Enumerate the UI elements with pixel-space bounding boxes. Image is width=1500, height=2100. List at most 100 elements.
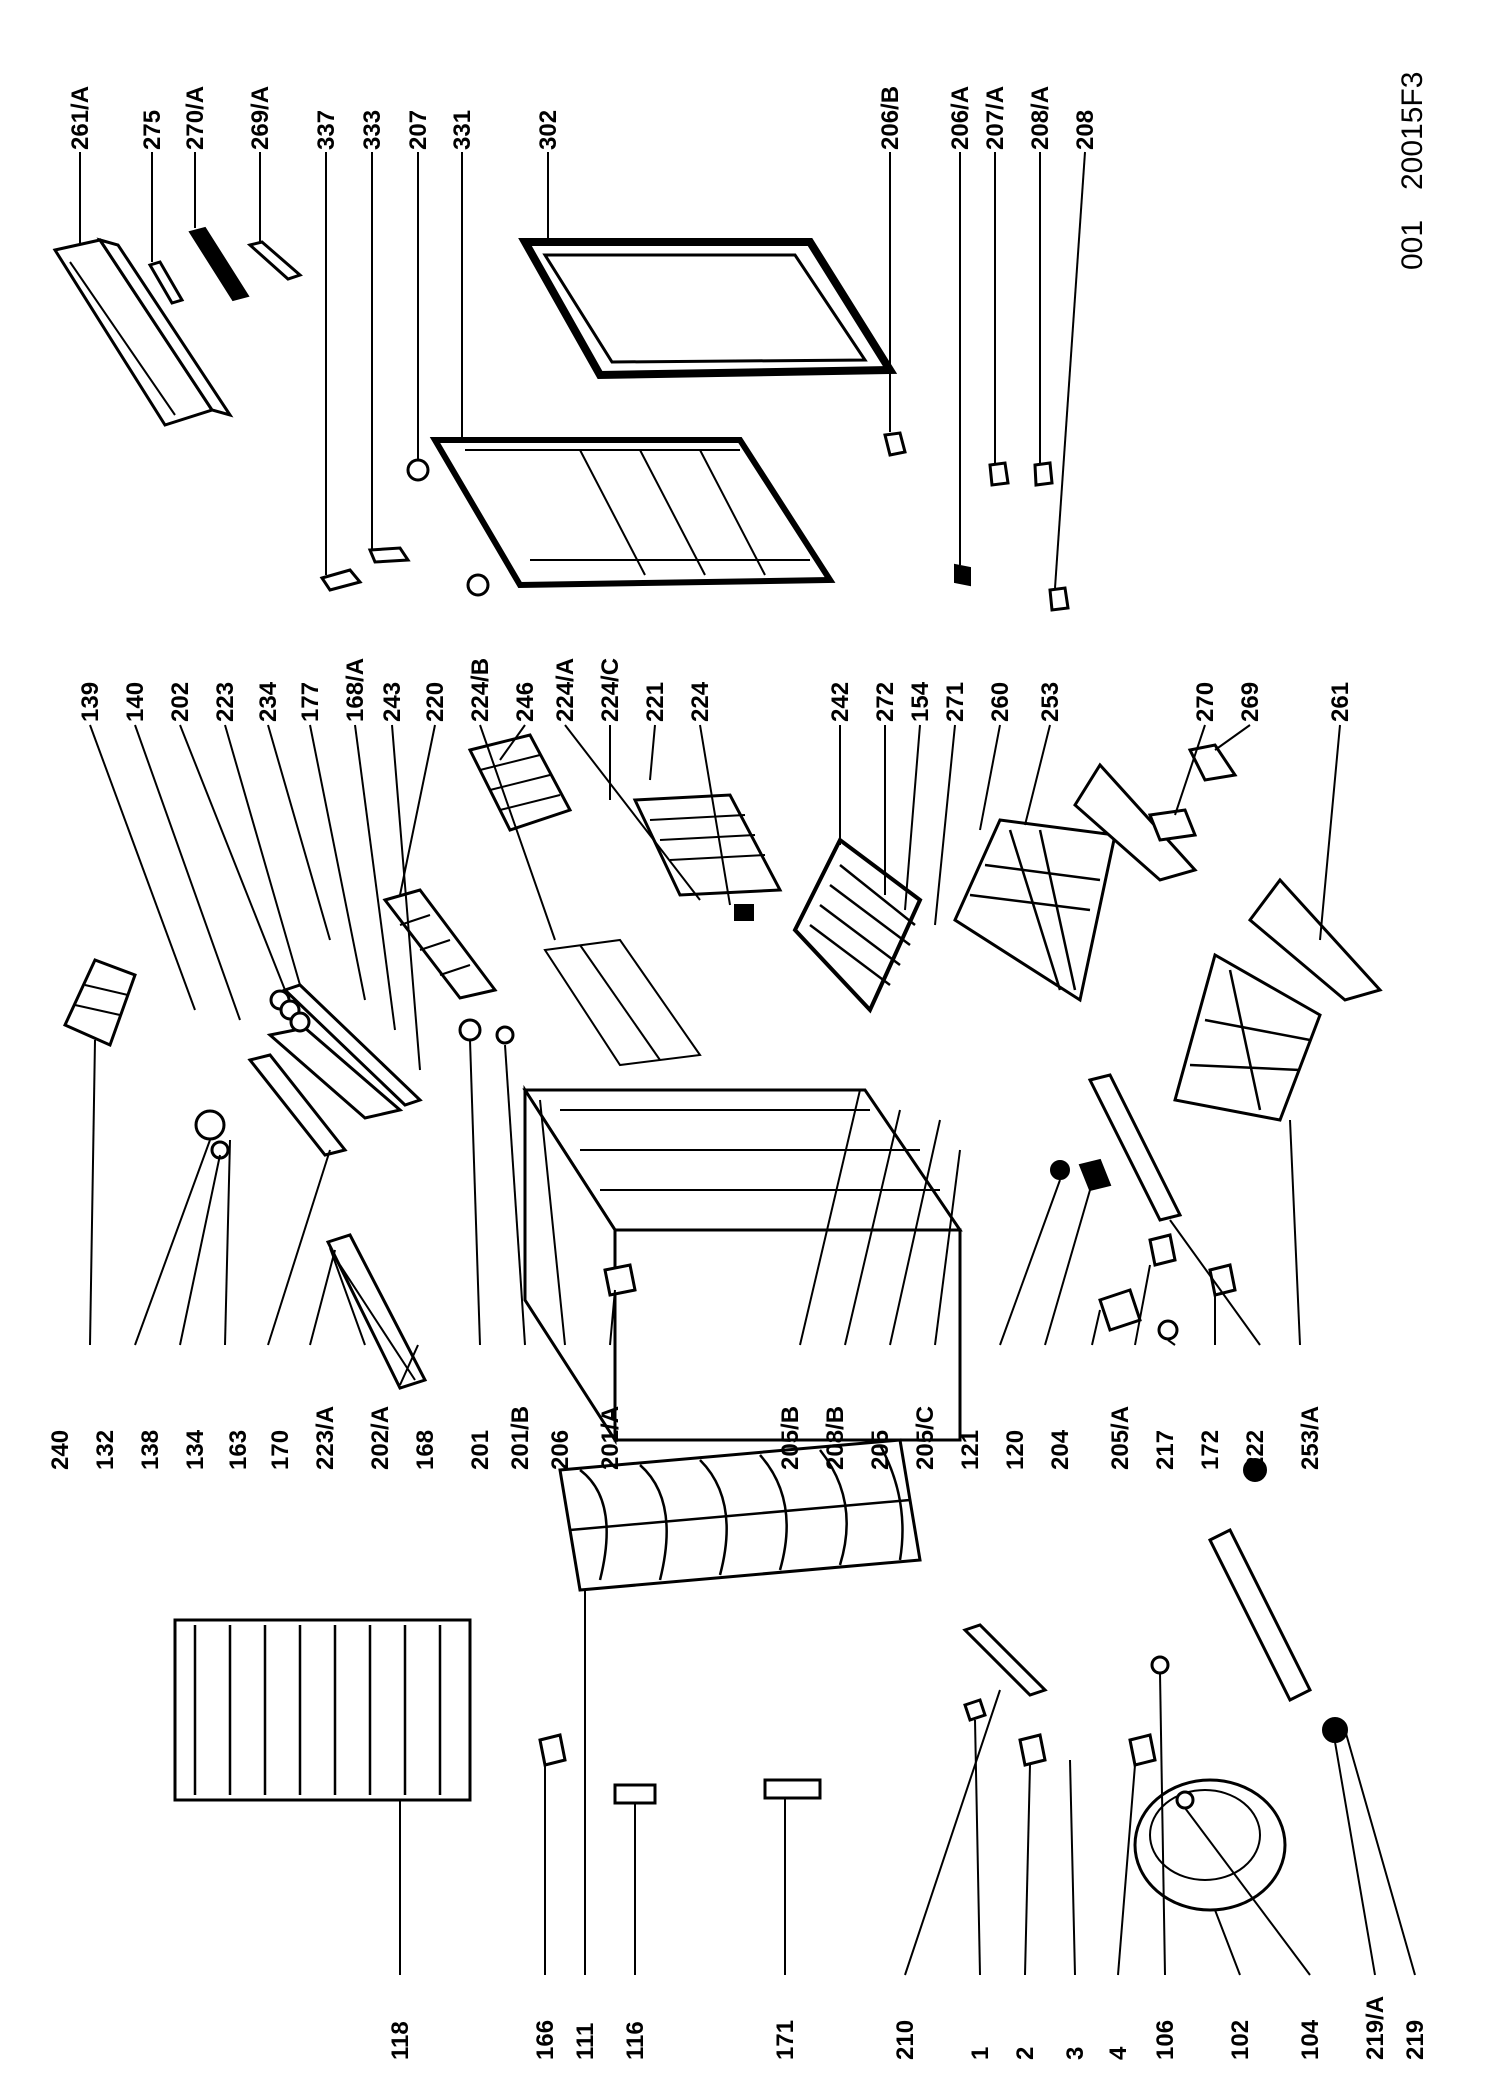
label-104: 104 <box>1297 2019 1324 2060</box>
label-337: 337 <box>313 110 340 150</box>
label-205-a: 205/A <box>1107 1406 1134 1470</box>
label-106: 106 <box>1152 2020 1179 2060</box>
door-handle-cover-261-a <box>52 237 234 427</box>
cabinet-body <box>522 1084 963 1446</box>
label-205-b: 205/B <box>777 1406 804 1470</box>
inner-door-liner-331 <box>429 437 836 589</box>
drawer-221 <box>632 793 783 921</box>
label-275: 275 <box>139 110 166 150</box>
label-223-a: 223/A <box>312 1406 339 1470</box>
label-204: 204 <box>1047 1429 1074 1470</box>
label-261-a: 261/A <box>67 86 94 150</box>
label-3: 3 <box>1062 2047 1089 2060</box>
label-253-a: 253/A <box>1297 1406 1324 1470</box>
label-206-a: 206/A <box>947 86 974 150</box>
label-206: 206 <box>547 1430 574 1470</box>
label-243: 243 <box>379 682 406 722</box>
label-202: 202 <box>167 682 194 722</box>
condenser-118 <box>173 1618 472 1802</box>
label-206-b: 206/B <box>877 86 904 150</box>
label-116: 116 <box>622 2021 649 2060</box>
labels-bottom-row: 118 166 111 116 171 210 1 2 3 4 106 102 … <box>387 1996 1429 2060</box>
label-2: 2 <box>1012 2047 1039 2060</box>
label-140: 140 <box>122 682 149 722</box>
label-154: 154 <box>907 681 934 722</box>
diagram-code-prefix: 001 <box>1396 220 1429 270</box>
label-201-b: 201/B <box>507 1406 534 1470</box>
label-246: 246 <box>512 682 539 722</box>
label-102: 102 <box>1227 2020 1254 2060</box>
label-260: 260 <box>987 682 1014 722</box>
cabinet-small-parts <box>458 1018 1237 1341</box>
label-163: 163 <box>225 1430 252 1470</box>
door-parts-337-333-207 <box>319 458 490 597</box>
label-219-a: 219/A <box>1362 1996 1389 2060</box>
labels-third-row: 240 132 138 134 163 170 223/A 202/A 168 … <box>47 1406 1324 1470</box>
label-166: 166 <box>532 2020 559 2060</box>
label-132: 132 <box>92 1430 119 1470</box>
door-seal-302 <box>518 238 898 380</box>
label-208: 208 <box>1072 110 1099 150</box>
label-217: 217 <box>1152 1430 1179 1470</box>
label-220: 220 <box>422 682 449 722</box>
label-253: 253 <box>1037 682 1064 722</box>
cover-strip-223-a <box>325 1233 428 1390</box>
label-221: 221 <box>642 682 669 722</box>
label-331: 331 <box>449 110 476 150</box>
shelf-246 <box>467 733 573 832</box>
diagram-code: 001 20015F3 <box>1396 72 1429 270</box>
label-168: 168 <box>412 1430 439 1470</box>
ice-tray-240 <box>63 958 137 1048</box>
label-205-c: 205/C <box>912 1406 939 1470</box>
control-panel-202 <box>266 983 423 1120</box>
label-261: 261 <box>1327 682 1354 722</box>
label-234: 234 <box>255 681 282 722</box>
part-166 <box>538 1733 567 1767</box>
label-269-a: 269/A <box>247 86 274 150</box>
label-208-a: 208/A <box>1027 86 1054 150</box>
handle-insert-270-a <box>188 226 250 302</box>
label-207: 207 <box>405 110 432 150</box>
basket-front-270 <box>1073 762 1198 882</box>
trim-strip-275 <box>147 260 185 305</box>
leader-lines-middle <box>89 1039 1301 1386</box>
label-219: 219 <box>1402 2020 1429 2060</box>
label-272: 272 <box>872 682 899 722</box>
compressor-plate-219 <box>1207 1458 1348 1743</box>
basket-253 <box>953 818 1117 1003</box>
basket-253-a <box>1173 952 1322 1122</box>
label-224-a: 224/A <box>552 658 579 722</box>
label-171: 171 <box>772 2020 799 2060</box>
label-4: 4 <box>1105 2046 1132 2060</box>
label-139: 139 <box>77 682 104 722</box>
label-138: 138 <box>137 1430 164 1470</box>
trim-strip-269-a <box>246 240 303 281</box>
label-224-c: 224/C <box>597 658 624 722</box>
label-111: 111 <box>572 2023 599 2060</box>
label-240: 240 <box>47 1430 74 1470</box>
labels-second-row: 139 140 202 223 234 177 168/A 243 220 22… <box>77 658 1354 722</box>
label-207-a: 207/A <box>982 86 1009 150</box>
label-224: 224 <box>687 681 714 722</box>
label-205: 205 <box>867 1430 894 1470</box>
basket-front-261 <box>1247 877 1383 1002</box>
shelf-242 <box>792 836 923 1014</box>
shelf-frame-220 <box>543 938 702 1067</box>
label-270: 270 <box>1192 682 1219 722</box>
evaporator-111 <box>558 1438 922 1592</box>
label-134: 134 <box>182 1429 209 1470</box>
hinge-parts-206-207-208 <box>883 431 1070 612</box>
label-120: 120 <box>1002 1430 1029 1470</box>
label-242: 242 <box>827 682 854 722</box>
part-171 <box>763 1778 822 1800</box>
shelf-243 <box>382 888 498 1000</box>
labels-top-row: 261/A 275 270/A 269/A 337 333 207 331 30… <box>67 86 1099 150</box>
label-222: 222 <box>1242 1430 1269 1470</box>
label-333: 333 <box>359 110 386 150</box>
label-271: 271 <box>942 682 969 722</box>
label-269 <box>1187 743 1238 782</box>
compressor-102 <box>1133 1778 1287 1912</box>
label-201: 201 <box>467 1430 494 1470</box>
label-210: 210 <box>892 2020 919 2060</box>
